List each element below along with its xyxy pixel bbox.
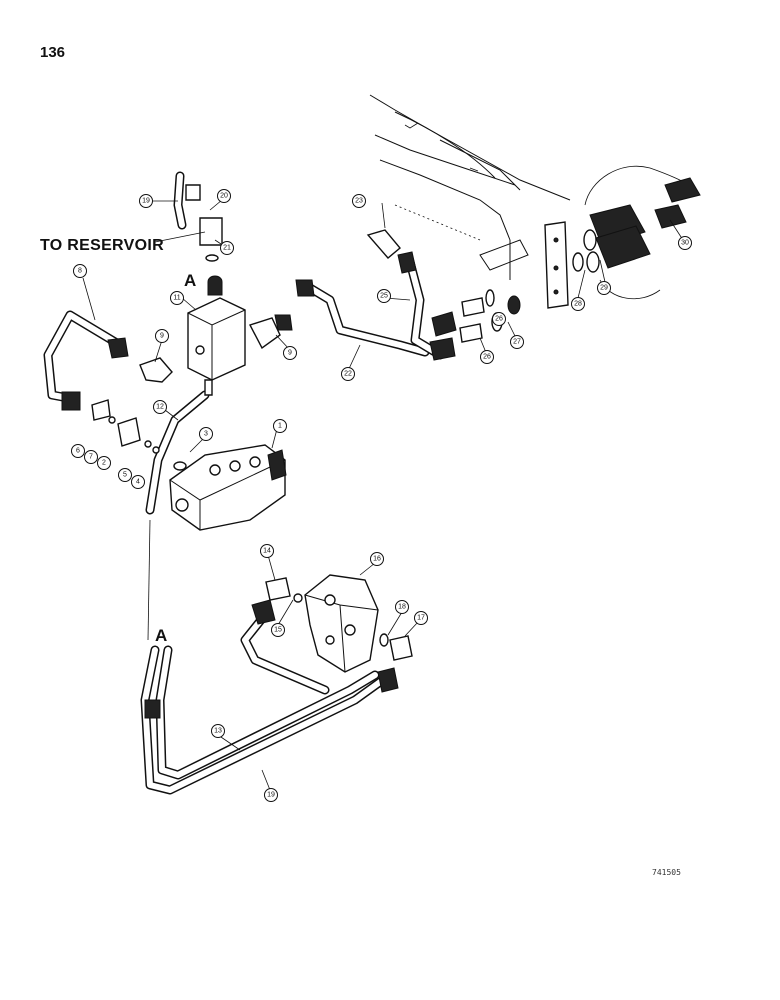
leader-lines bbox=[82, 199, 684, 791]
svg-text:21: 21 bbox=[223, 245, 231, 252]
section-a-marker-top: A bbox=[184, 271, 197, 290]
callout-15: 15 bbox=[271, 623, 285, 637]
callout-21: 21 bbox=[220, 241, 234, 255]
svg-text:7: 7 bbox=[89, 454, 93, 461]
callout-19-lower: 19 bbox=[264, 788, 278, 802]
svg-text:9: 9 bbox=[160, 333, 164, 340]
callout-26: 26 bbox=[480, 350, 494, 364]
callout-22: 22 bbox=[341, 367, 355, 381]
callout-6: 6 bbox=[71, 444, 85, 458]
callout-28-right: 28 bbox=[571, 297, 585, 311]
svg-text:20: 20 bbox=[220, 193, 228, 200]
tractor-frame bbox=[369, 94, 571, 309]
callout-2: 2 bbox=[97, 456, 111, 470]
valve-block-11 bbox=[187, 297, 246, 396]
tube-25 bbox=[405, 257, 445, 360]
svg-text:18: 18 bbox=[398, 604, 406, 611]
callout-28: 26 bbox=[492, 312, 506, 326]
svg-text:17: 17 bbox=[417, 615, 425, 622]
dust-caps-30 bbox=[654, 177, 701, 229]
svg-text:9: 9 bbox=[288, 350, 292, 357]
svg-text:4: 4 bbox=[136, 479, 140, 486]
section-a-marker-bottom: A bbox=[155, 626, 168, 645]
callout-1: 1 bbox=[273, 419, 287, 433]
svg-text:26: 26 bbox=[495, 316, 503, 323]
tube-22 bbox=[305, 283, 430, 357]
callout-4: 4 bbox=[131, 475, 145, 489]
callout-23: 23 bbox=[352, 194, 366, 208]
tube-15 bbox=[240, 610, 330, 695]
svg-text:13: 13 bbox=[214, 728, 222, 735]
page-number: 136 bbox=[40, 44, 66, 61]
callout-30: 30 bbox=[678, 236, 692, 250]
svg-text:16: 16 bbox=[373, 556, 381, 563]
callout-19-upper: 19 bbox=[139, 194, 153, 208]
svg-text:26: 26 bbox=[483, 354, 491, 361]
fittings-14-15 bbox=[251, 577, 303, 625]
tube-12 bbox=[145, 390, 210, 515]
elbow-fitting-23 bbox=[366, 229, 417, 274]
callout-17: 17 bbox=[414, 611, 428, 625]
callout-14: 14 bbox=[260, 544, 274, 558]
quick-couplers-29 bbox=[572, 165, 691, 299]
svg-text:11: 11 bbox=[173, 295, 180, 302]
callout-12: 12 bbox=[153, 400, 167, 414]
callout-11: 11 bbox=[170, 291, 184, 305]
tube-19-lower bbox=[155, 645, 380, 780]
valve-16 bbox=[304, 574, 379, 673]
svg-text:28: 28 bbox=[574, 301, 582, 308]
svg-text:1: 1 bbox=[278, 423, 282, 430]
svg-text:29: 29 bbox=[600, 285, 608, 292]
svg-text:8: 8 bbox=[78, 268, 82, 275]
tee-fitting-20-21 bbox=[185, 184, 223, 296]
svg-text:23: 23 bbox=[355, 198, 363, 205]
svg-text:30: 30 bbox=[681, 240, 689, 247]
svg-text:12: 12 bbox=[156, 404, 164, 411]
svg-text:5: 5 bbox=[123, 472, 127, 479]
to-reservoir-label: TO RESERVOIR bbox=[40, 237, 164, 254]
svg-text:6: 6 bbox=[76, 448, 80, 455]
tube-19-upper bbox=[173, 171, 187, 230]
callout-16: 16 bbox=[370, 552, 384, 566]
tube-nut-22 bbox=[295, 279, 315, 297]
svg-text:15: 15 bbox=[274, 627, 282, 634]
callout-5: 5 bbox=[118, 468, 132, 482]
fittings-26-27 bbox=[429, 289, 521, 361]
callout-3: 3 bbox=[199, 427, 213, 441]
plate-id: 741505 bbox=[652, 868, 681, 877]
tube-8 bbox=[43, 310, 125, 403]
tube-13-lower bbox=[140, 645, 385, 795]
fittings-9 bbox=[107, 314, 293, 383]
control-valve-1 bbox=[169, 444, 287, 531]
callout-20: 20 bbox=[217, 189, 231, 203]
callout-27: 27 bbox=[510, 335, 524, 349]
callout-29: 29 bbox=[597, 281, 611, 295]
svg-text:22: 22 bbox=[344, 371, 352, 378]
svg-text:2: 2 bbox=[102, 460, 106, 467]
svg-text:14: 14 bbox=[263, 548, 271, 555]
callout-9-left: 9 bbox=[155, 329, 169, 343]
svg-text:27: 27 bbox=[513, 339, 521, 346]
callout-7: 7 bbox=[84, 450, 98, 464]
callout-8: 8 bbox=[73, 264, 87, 278]
fittings-17-18 bbox=[377, 633, 413, 693]
callout-25: 25 bbox=[377, 289, 391, 303]
svg-text:19: 19 bbox=[267, 792, 275, 799]
section-a-union bbox=[144, 699, 161, 719]
svg-text:19: 19 bbox=[142, 198, 150, 205]
fitting-chain-2-7 bbox=[61, 391, 187, 471]
callout-13: 13 bbox=[211, 724, 225, 738]
section-a-leader bbox=[147, 519, 151, 641]
svg-text:25: 25 bbox=[380, 293, 388, 300]
svg-text:3: 3 bbox=[204, 431, 208, 438]
callout-18: 18 bbox=[395, 600, 409, 614]
callout-9-right: 9 bbox=[283, 346, 297, 360]
